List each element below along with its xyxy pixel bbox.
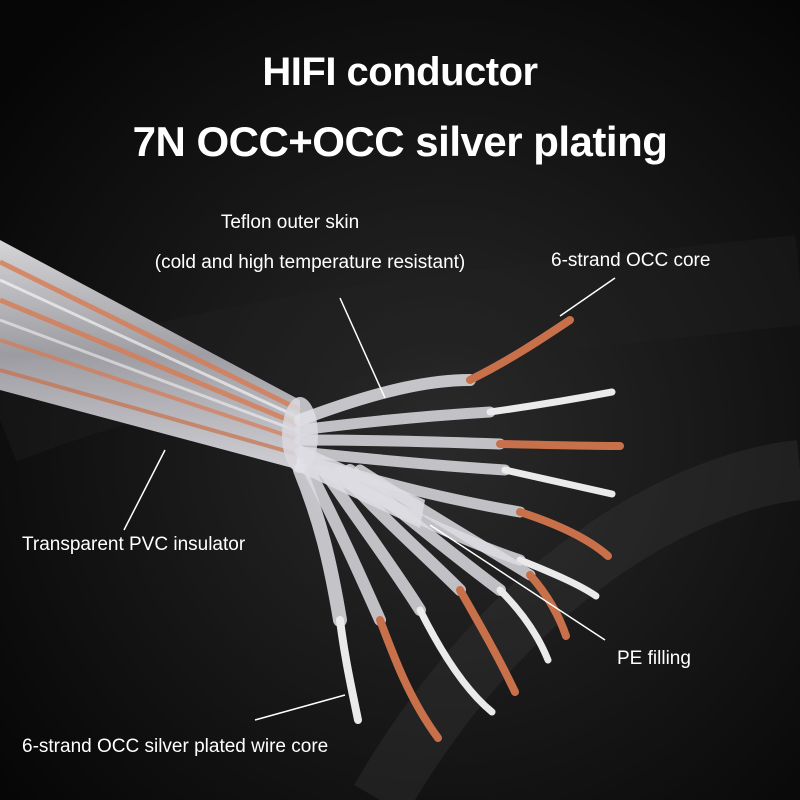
label-occ-core: 6-strand OCC core bbox=[551, 250, 711, 271]
headline-line2: 7N OCC+OCC silver plating bbox=[132, 118, 668, 165]
leader-occ-core bbox=[559, 277, 616, 317]
leader-pvc bbox=[123, 449, 166, 531]
label-pvc-insulator: Transparent PVC insulator bbox=[22, 534, 246, 555]
leader-silver-core bbox=[254, 694, 346, 721]
headline-line1: HIFI conductor bbox=[262, 50, 538, 94]
label-silver-core: 6-strand OCC silver plated wire core bbox=[22, 736, 329, 757]
lower-strands bbox=[293, 463, 570, 742]
leader-lines bbox=[123, 277, 616, 721]
label-teflon-note: (cold and high temperature resistant) bbox=[154, 252, 466, 273]
label-teflon: Teflon outer skin bbox=[220, 212, 360, 233]
leader-pe bbox=[429, 524, 606, 641]
label-pe-filling: PE filling bbox=[617, 648, 691, 669]
leader-teflon bbox=[339, 297, 386, 399]
